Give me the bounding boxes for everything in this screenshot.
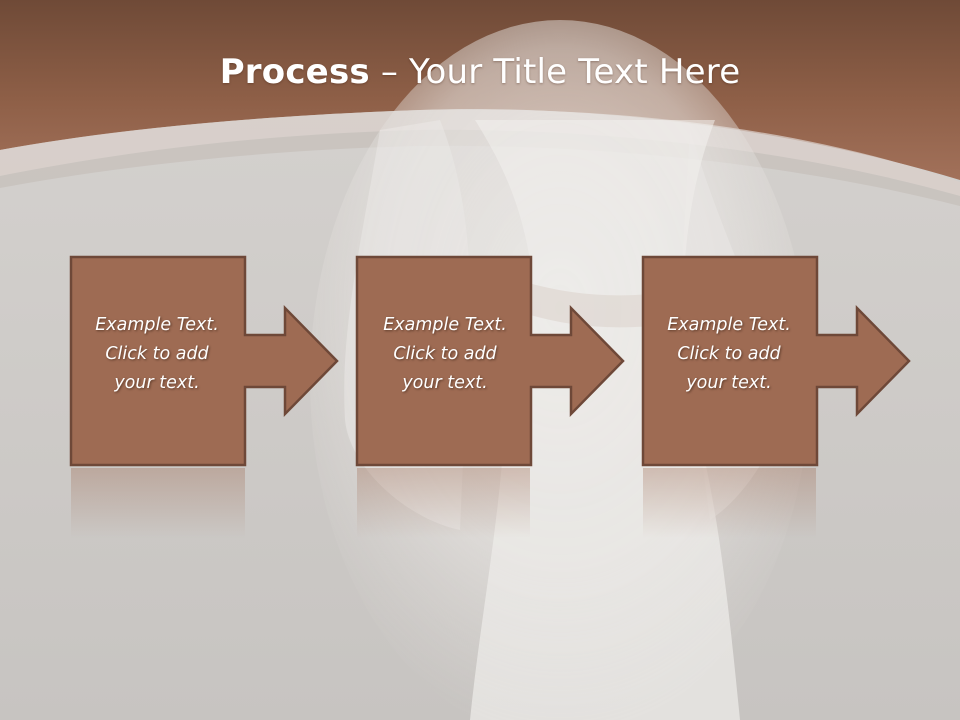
process-step-3-shape[interactable] [641, 255, 911, 467]
step-1-line-3: your text. [114, 373, 200, 393]
step-1-line-1: Example Text. [95, 315, 219, 335]
process-step-3-text[interactable]: Example Text. Click to add your text. [643, 311, 815, 398]
process-step-2-shape[interactable] [355, 255, 625, 467]
slide-title[interactable]: Process – Your Title Text Here [0, 52, 960, 92]
step-2-line-3: your text. [402, 373, 488, 393]
process-step-1-shape[interactable] [69, 255, 339, 467]
step-2-line-1: Example Text. [383, 315, 507, 335]
step-2-line-2: Click to add [393, 344, 497, 364]
step-3-line-3: your text. [686, 373, 772, 393]
step-1-line-2: Click to add [105, 344, 209, 364]
process-step-1-text[interactable]: Example Text. Click to add your text. [71, 311, 243, 398]
title-rest: – Your Title Text Here [369, 52, 741, 92]
step-3-line-2: Click to add [677, 344, 781, 364]
process-step-2-text[interactable]: Example Text. Click to add your text. [359, 311, 531, 398]
step-3-line-1: Example Text. [667, 315, 791, 335]
title-strong: Process [219, 52, 370, 92]
